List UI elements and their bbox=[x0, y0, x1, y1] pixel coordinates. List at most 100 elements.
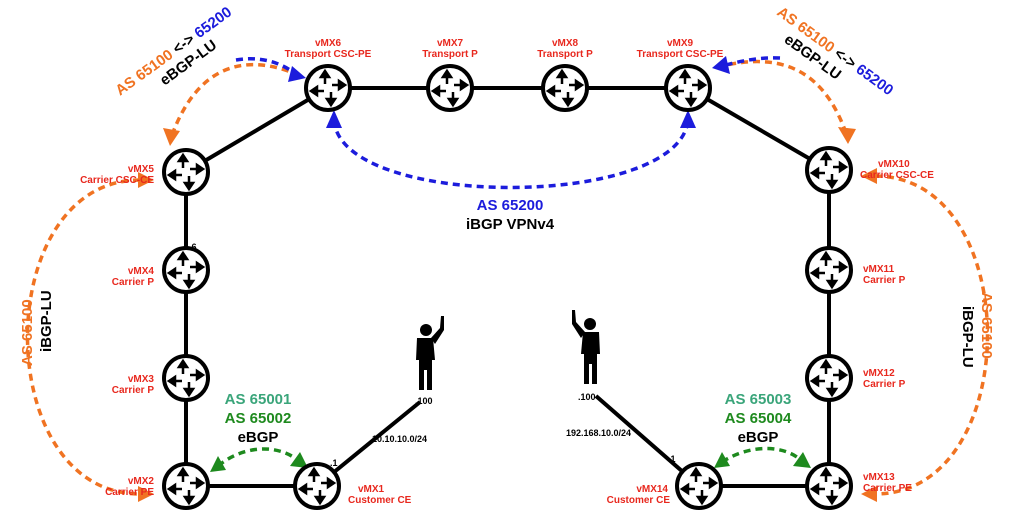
vmx1-name: vMX1 bbox=[358, 484, 385, 495]
subnet-right-label: 192.168.10.0/24 bbox=[566, 428, 631, 438]
vmx12-name: vMX12 bbox=[863, 368, 895, 379]
ibgp-vpnv4-proto-label: iBGP VPNv4 bbox=[466, 216, 555, 233]
vmx9-role: Transport CSC-PE bbox=[637, 49, 724, 60]
ibgp-lu-right-as: AS 65100 bbox=[978, 292, 995, 359]
arrowhead bbox=[680, 110, 696, 128]
host-right-interface-label: .100 bbox=[578, 392, 596, 402]
host-right-person-icon bbox=[572, 310, 600, 384]
ebgp-left-proto: eBGP bbox=[238, 429, 279, 446]
arrowhead bbox=[163, 128, 180, 146]
router-vmx7-icon bbox=[426, 64, 474, 112]
vmx1-interface-label: .1 bbox=[330, 458, 338, 468]
ebgp-left-as-a: AS 65001 bbox=[225, 391, 292, 408]
router-vmx4-icon bbox=[162, 246, 210, 294]
vmx12-role: Carrier P bbox=[863, 379, 906, 390]
ebgp-lu-left-arrow bbox=[170, 62, 297, 136]
ibgp-vpnv4-as-label: AS 65200 bbox=[477, 197, 544, 214]
vmx9-name: vMX9 bbox=[667, 38, 694, 49]
vmx10-role: Carrier CSC-CE bbox=[860, 170, 934, 181]
ebgp-lu-right-as-b: 65200 bbox=[853, 61, 897, 99]
vmx3-name: vMX3 bbox=[128, 374, 155, 385]
arrowhead bbox=[326, 110, 342, 128]
ebgp-right-proto: eBGP bbox=[738, 429, 779, 446]
vmx2-name: vMX2 bbox=[128, 476, 155, 487]
arrowhead bbox=[712, 56, 730, 74]
vmx1-role: Customer CE bbox=[348, 495, 412, 506]
arrowhead bbox=[861, 168, 877, 184]
router-vmx14-icon bbox=[675, 462, 723, 510]
host-left-person-icon bbox=[416, 316, 444, 390]
ebgp-lu-right-arrow bbox=[721, 59, 848, 134]
router-vmx12-icon bbox=[805, 354, 853, 402]
vmx14-name: vMX14 bbox=[636, 484, 668, 495]
router-vmx6-icon bbox=[304, 64, 352, 112]
ibgp-lu-right-label: AS 65100 iBGP-LU bbox=[959, 292, 995, 368]
vmx7-role: Transport P bbox=[422, 49, 478, 60]
ebgp-left-arrow bbox=[216, 447, 302, 468]
link-vmx9-vmx10 bbox=[686, 86, 831, 172]
ibgp-lu-left-as: AS 65100 bbox=[19, 299, 36, 366]
vmx13-role: Carrier PE bbox=[863, 483, 912, 494]
router-vmx10-icon bbox=[805, 146, 853, 194]
vmx13-name: vMX13 bbox=[863, 472, 895, 483]
vmx7-name: vMX7 bbox=[437, 38, 464, 49]
link-vmx5-vmx6 bbox=[184, 86, 330, 174]
router-vmx9-icon bbox=[664, 64, 712, 112]
router-vmx1-icon bbox=[293, 462, 341, 510]
ibgp-lu-left-label: AS 65100 iBGP-LU bbox=[19, 290, 55, 366]
arrowhead bbox=[138, 486, 154, 502]
vmx6-name: vMX6 bbox=[315, 38, 342, 49]
arrowhead bbox=[290, 452, 308, 468]
arrowhead bbox=[210, 456, 226, 472]
vmx14-interface-label: .1 bbox=[668, 454, 676, 464]
ebgp-lu-left-as-b: 65200 bbox=[191, 4, 235, 42]
ibgp-lu-left-arrow bbox=[25, 178, 141, 496]
arrowheads bbox=[138, 56, 877, 502]
vmx5-role: Carrier CSC-CE bbox=[80, 175, 154, 186]
ebgp-right-arrow bbox=[721, 446, 805, 464]
ebgp-left-as-b: AS 65002 bbox=[225, 410, 292, 427]
vmx6-role: Transport CSC-PE bbox=[285, 49, 372, 60]
vmx11-name: vMX11 bbox=[863, 264, 895, 275]
vmx3-role: Carrier P bbox=[112, 385, 155, 396]
router-vmx5-icon bbox=[162, 148, 210, 196]
host-left-interface-label: .100 bbox=[415, 396, 433, 406]
vmx4-interface-label: .6 bbox=[189, 242, 197, 252]
subnet-left-label: 10.10.10.0/24 bbox=[372, 434, 427, 444]
vmx4-role: Carrier P bbox=[112, 277, 155, 288]
vmx2-role: Carrier PE bbox=[105, 487, 154, 498]
ebgp-lu-left-arrow-blue bbox=[235, 57, 298, 76]
arrowhead bbox=[138, 172, 154, 188]
arrowhead bbox=[288, 66, 306, 82]
arrowhead bbox=[861, 486, 877, 502]
vmx8-name: vMX8 bbox=[552, 38, 579, 49]
ibgp-lu-right-proto: iBGP-LU bbox=[959, 306, 976, 368]
router-vmx8-icon bbox=[541, 64, 589, 112]
arrowhead bbox=[793, 452, 811, 468]
ebgp-lu-left-label: AS 65100 <-> 65200 eBGP-LU bbox=[112, 4, 235, 100]
arrowhead bbox=[714, 452, 730, 468]
router-vmx3-icon bbox=[162, 354, 210, 402]
router-vmx2-icon bbox=[162, 462, 210, 510]
arrowhead bbox=[838, 127, 856, 144]
vmx10-name: vMX10 bbox=[878, 159, 910, 170]
ebgp-right-as-a: AS 65003 bbox=[725, 391, 792, 408]
vmx14-role: Customer CE bbox=[607, 495, 671, 506]
address-labels: .6 .1 .100 10.10.10.0/24 .1 .100 192.168… bbox=[189, 242, 676, 468]
